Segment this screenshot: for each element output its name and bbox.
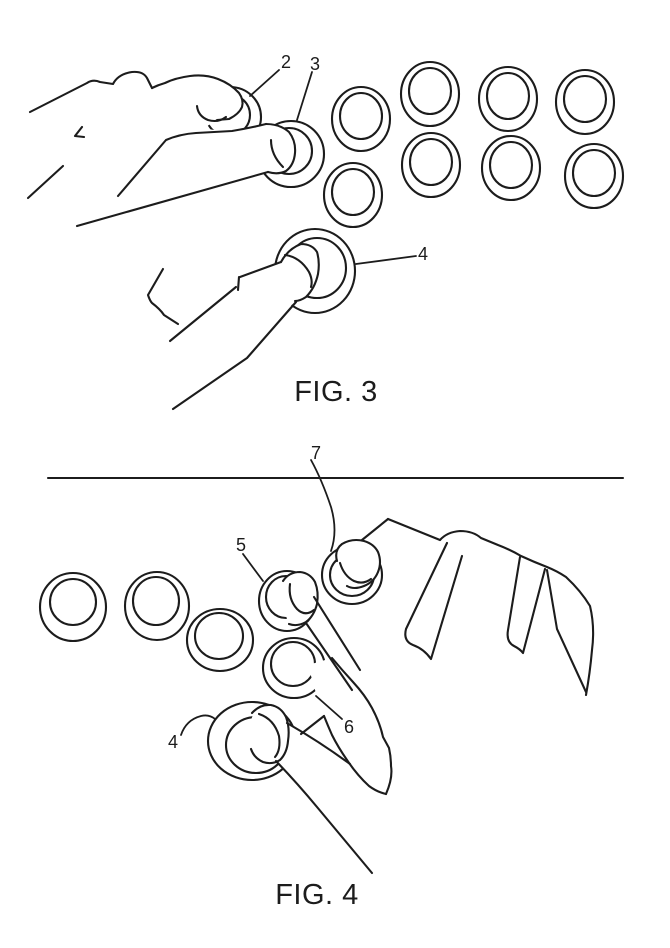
leader-line-4 (355, 255, 417, 265)
button4-finger-top-edge (285, 721, 352, 766)
index-finger-bottom-edge (75, 170, 270, 228)
leader-line-5 (242, 553, 264, 582)
keypad-button (563, 142, 625, 210)
leader-line-4 (180, 714, 216, 736)
finger-bottom-edge (171, 300, 298, 411)
thumb-nail-crease (195, 104, 228, 123)
figure-4-caption: FIG. 4 (275, 879, 359, 911)
curled-finger-outline (506, 555, 547, 655)
ref-label-3: 3 (310, 54, 320, 74)
ref-label-7: 7 (311, 443, 321, 463)
index-fingertip-outline (264, 122, 297, 175)
index-finger-edge (312, 595, 362, 672)
leader-line-2 (249, 69, 280, 97)
finger-crease-line (545, 568, 588, 694)
thumb-outline (335, 538, 382, 590)
ref-label-6: 6 (344, 717, 354, 737)
fig3-leader-lines (249, 69, 417, 265)
fingertip-nail-crease (283, 253, 313, 289)
thumb-outline (150, 74, 244, 122)
fig4-keypad-buttons (38, 570, 255, 673)
wrist-bottom-line (26, 164, 65, 200)
fig4-hand-mass-silhouette (388, 519, 593, 695)
fig3-keypad-buttons (322, 60, 625, 229)
button4-fingertip-outline (249, 703, 290, 765)
fig3-lower-hand-outline (146, 242, 320, 411)
ref-label-2: 2 (281, 52, 291, 72)
finger-top-edge (168, 285, 238, 343)
button4-finger-bottom-edge (274, 759, 374, 875)
figure-4-drawing: 7 5 6 4 FIG. 4 (38, 443, 625, 911)
ref-label-4: 4 (418, 244, 428, 264)
fig4-index-finger-silhouette (282, 571, 360, 690)
curled-finger-outline (404, 541, 464, 661)
keypad-button (322, 161, 384, 229)
ref-label-4: 4 (168, 732, 178, 752)
keypad-button (399, 60, 461, 128)
keypad-button (123, 570, 191, 642)
ref-label-5: 5 (236, 535, 246, 555)
hand-back-outline (386, 517, 595, 697)
finger-branch-line (299, 714, 326, 736)
knuckle-notch (73, 125, 86, 139)
keypad-button (185, 607, 255, 673)
fig3-upper-hand-outline (26, 70, 297, 228)
index-nail-crease (288, 582, 316, 615)
index-nail-crease (269, 138, 285, 169)
leader-line-3 (296, 71, 313, 121)
keypad-button (330, 85, 392, 153)
thumb-nail-crease (338, 561, 373, 584)
fig4-hanging-finger-silhouette (308, 658, 392, 794)
fig4-leader-lines (180, 459, 343, 736)
index-finger-edge (304, 621, 354, 692)
thumb-top-edge (360, 517, 390, 542)
figure-3-drawing: 2 3 4 FIG. 3 (26, 52, 625, 411)
fig3-upper-hand-silhouette (30, 71, 296, 226)
hanging-finger-right-edge (330, 656, 393, 796)
keypad-button (400, 131, 462, 199)
index-fingertip-outline (281, 570, 319, 627)
hanging-finger-left-edge (322, 714, 388, 796)
fig4-hand-outline (249, 517, 595, 875)
button4-nail-crease (257, 712, 281, 759)
folded-knuckle-outline (146, 267, 180, 326)
keypad-button (480, 134, 542, 202)
leader-line-6 (315, 695, 343, 720)
fig3-lower-hand-silhouette (146, 244, 319, 410)
keypad-button (38, 571, 108, 643)
leader-line-7 (310, 459, 336, 552)
keypad-button (554, 68, 616, 136)
wrist-top-line (28, 70, 154, 114)
index-finger-top-edge (116, 122, 268, 198)
keypad-button (477, 65, 539, 133)
finger-top-edge (238, 260, 283, 279)
fingertip-outline (279, 242, 320, 303)
figure-3-caption: FIG. 3 (294, 376, 378, 408)
finger-crease-tick (236, 275, 241, 292)
